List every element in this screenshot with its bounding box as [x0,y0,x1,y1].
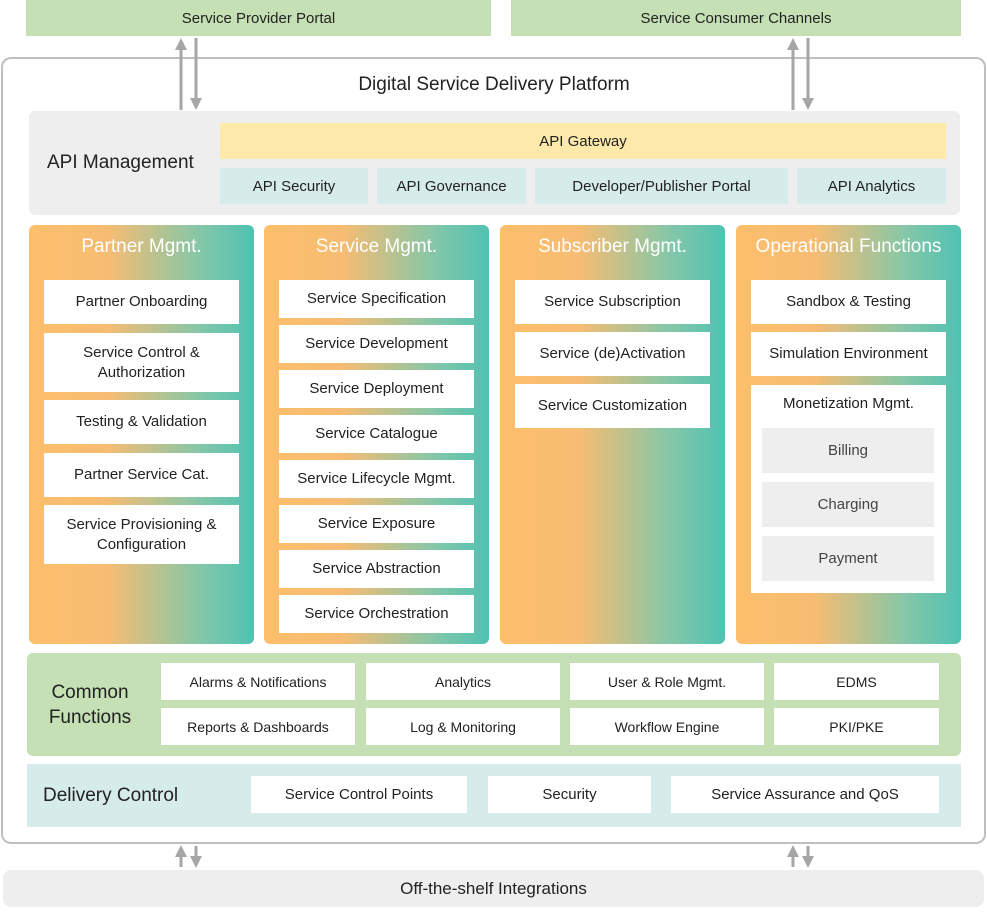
api-gateway: API Gateway [220,123,946,159]
partner-onboarding: Partner Onboarding [44,280,239,324]
service-specification: Service Specification [279,280,474,318]
workflow-engine: Workflow Engine [570,708,764,745]
simulation-environment: Simulation Environment [751,332,946,376]
charging: Charging [762,482,934,527]
service-lifecycle-mgmt: Service Lifecycle Mgmt. [279,460,474,498]
api-governance: API Governance [377,168,526,204]
service-customization: Service Customization [515,384,710,428]
service-exposure: Service Exposure [279,505,474,543]
service-provisioning-configuration: Service Provisioning & Configuration [44,505,239,564]
off-the-shelf-integrations: Off-the-shelf Integrations [3,870,984,907]
alarms-notifications: Alarms & Notifications [161,663,355,700]
service-catalogue: Service Catalogue [279,415,474,453]
service-consumer-channels: Service Consumer Channels [511,0,961,36]
pki-pke: PKI/PKE [774,708,939,745]
platform-title: Digital Service Delivery Platform [358,74,630,95]
operational-functions-title: Operational Functions [755,236,942,257]
subscriber-mgmt-title: Subscriber Mgmt. [538,236,687,257]
log-monitoring: Log & Monitoring [366,708,560,745]
security: Security [488,776,651,813]
analytics: Analytics [366,663,560,700]
reports-dashboards: Reports & Dashboards [161,708,355,745]
service-control-authorization: Service Control & Authorization [44,333,239,392]
service-control-points: Service Control Points [251,776,467,813]
billing: Billing [762,428,934,473]
user-role-mgmt: User & Role Mgmt. [570,663,764,700]
sandbox-testing: Sandbox & Testing [751,280,946,324]
payment: Payment [762,536,934,581]
service-subscription: Service Subscription [515,280,710,324]
edms: EDMS [774,663,939,700]
developer-publisher-portal: Developer/Publisher Portal [535,168,788,204]
api-analytics: API Analytics [797,168,946,204]
service-orchestration: Service Orchestration [279,595,474,633]
service-provider-portal: Service Provider Portal [26,0,491,36]
service-deactivation: Service (de)Activation [515,332,710,376]
service-deployment: Service Deployment [279,370,474,408]
common-functions-label: Common Functions [48,682,132,728]
service-mgmt-title: Service Mgmt. [315,236,438,257]
partner-service-cat: Partner Service Cat. [44,453,239,497]
monetization-mgmt-title: Monetization Mgmt. [783,394,914,412]
delivery-control-label: Delivery Control [43,785,179,806]
service-assurance-qos: Service Assurance and QoS [671,776,939,813]
api-security: API Security [220,168,368,204]
api-management-label: API Management [47,152,194,173]
testing-validation: Testing & Validation [44,400,239,444]
service-development: Service Development [279,325,474,363]
partner-mgmt-title: Partner Mgmt. [81,236,202,257]
service-abstraction: Service Abstraction [279,550,474,588]
